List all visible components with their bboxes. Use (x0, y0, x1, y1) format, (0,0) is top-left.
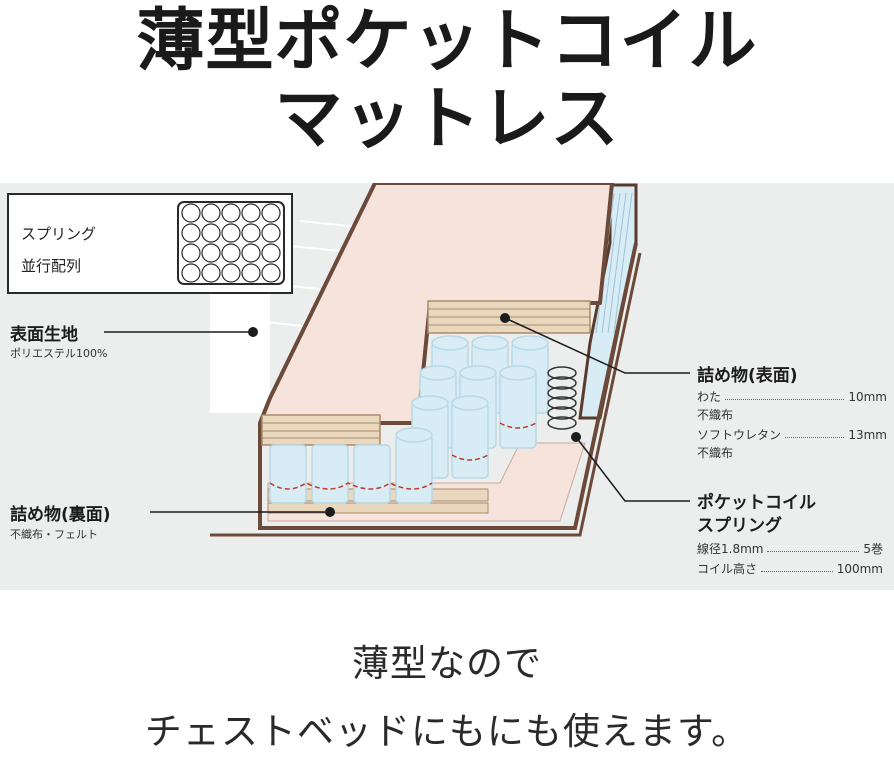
spec-row: コイル高さ 100mm (697, 560, 883, 577)
coil-grid-circle (261, 243, 281, 263)
page-title-line-1: 薄型ポケットコイル (136, 2, 758, 81)
pocket-coil-label-line-2: スプリング (697, 516, 782, 536)
coil-grid-circle (261, 203, 281, 223)
back-padding-material: 不織布・フェルト (10, 528, 98, 541)
top-padding-layers (261, 300, 591, 446)
caption-line-1: 薄型なので (352, 642, 542, 685)
coil-grid-circle (241, 243, 261, 263)
spec-row: わた 10mm (697, 388, 887, 405)
spec-row: ソフトウレタン 13mm (697, 426, 887, 443)
spec-name: ソフトウレタン (697, 428, 782, 442)
coil-grid-circle (241, 263, 261, 283)
coil-grid-circle (181, 223, 201, 243)
surface-fabric-material: ポリエステル100% (10, 347, 108, 360)
coil-grid-circle (221, 203, 241, 223)
pocket-coils (269, 335, 549, 504)
spec-name: 不織布 (697, 446, 734, 460)
coil-grid-circle (201, 203, 221, 223)
coil-grid-circle (241, 223, 261, 243)
spec-name: 線径1.8mm (697, 542, 764, 556)
coil-grid-circle (221, 223, 241, 243)
coil-grid-circle (261, 223, 281, 243)
mattress-bottom-edge (210, 252, 642, 537)
coil-grid-circle (261, 263, 281, 283)
legend-line-1: スプリング (21, 225, 97, 243)
mattress-cross-section-illustration (104, 183, 690, 537)
coil-grid-circle (181, 203, 201, 223)
mattress-right-side (578, 183, 638, 420)
spec-row: 不織布 (697, 406, 733, 423)
frame-side-panel (210, 293, 270, 413)
coil-grid-circle (201, 243, 221, 263)
exposed-spring-coil (547, 366, 577, 430)
spec-row: 線径1.8mm 5巻 (697, 540, 883, 557)
pocket-coil-label-line-1: ポケットコイル (697, 493, 816, 513)
coil-grid-circle (201, 223, 221, 243)
spec-name: コイル高さ (697, 562, 758, 576)
mattress-body-outline (258, 242, 638, 530)
spec-value: 10mm (848, 389, 887, 404)
coil-grid-circle (221, 263, 241, 283)
coil-stitching (269, 422, 537, 490)
spec-row: 不織布 (697, 444, 733, 461)
coil-grid-circle (201, 263, 221, 283)
spec-value: 5巻 (863, 542, 883, 556)
spring-layout-legend: スプリング 並行配列 (7, 193, 293, 294)
surface-fabric-label: 表面生地 (10, 325, 78, 345)
coil-grid-circle (241, 203, 261, 223)
top-padding-label: 詰め物(表面) (697, 366, 798, 386)
coil-grid-circle (221, 243, 241, 263)
parallel-coil-grid-icon (177, 201, 285, 285)
coil-grid-circle (181, 243, 201, 263)
spec-value: 13mm (848, 427, 887, 442)
coil-grid-circle (181, 263, 201, 283)
spec-name: 不織布 (697, 408, 734, 422)
page-title-line-2: マットレス (274, 80, 620, 159)
caption-line-2: チェストベッドにもにも使えます。 (144, 710, 750, 753)
spec-value: 100mm (836, 561, 883, 576)
leader-lines (104, 317, 690, 513)
spec-name: わた (697, 390, 722, 404)
back-padding-label: 詰め物(裏面) (10, 505, 111, 525)
leader-dots (248, 313, 581, 517)
legend-line-2: 並行配列 (21, 257, 82, 275)
